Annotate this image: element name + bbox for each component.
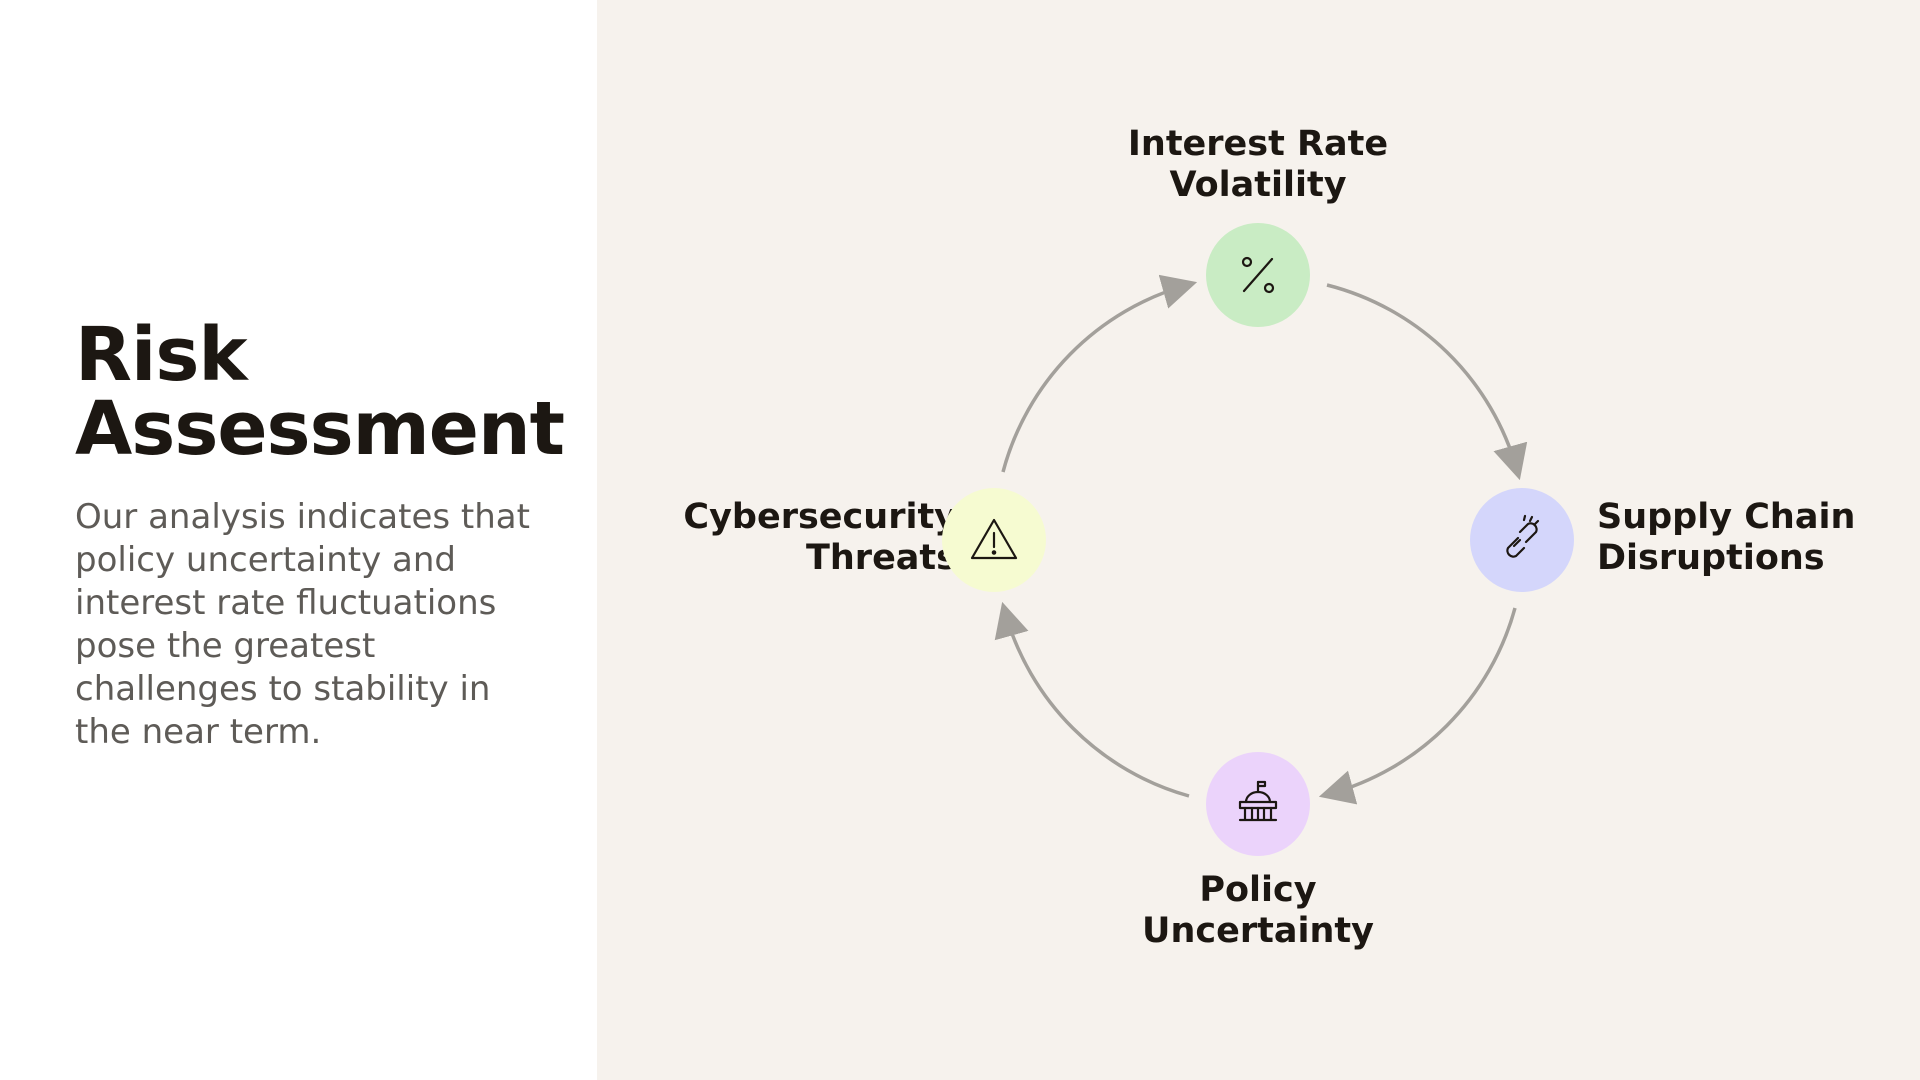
cycle-arrows [994,274,1528,805]
node-interest-rate-volatility [1206,223,1310,327]
node-label-cybersecurity-threats: Cybersecurity Threats [627,497,957,579]
node-supply-chain-disruptions [1470,488,1574,592]
slide-title: Risk Assessment [75,312,565,472]
slide-description: Our analysis indicates that policy uncer… [75,497,530,752]
percent-icon [1241,256,1275,294]
node-label-line: Interest Rate [1127,124,1389,164]
arrow-cybersecurity-to-volatility [1001,274,1198,473]
node-label-line: Policy [1199,870,1317,910]
node-label-line: Uncertainty [1142,911,1374,951]
cycle-diagram-panel: Interest Rate Volatility Supply Chain Di… [597,0,1920,1080]
node-policy-uncertainty [1206,752,1310,856]
node-label-line: Volatility [1169,165,1347,205]
node-label-supply-chain-disruptions: Supply Chain Disruptions [1597,497,1855,579]
node-label-policy-uncertainty: Policy Uncertainty [1058,870,1458,952]
broken-link-icon [1506,514,1540,558]
warning-icon [970,518,1018,560]
node-label-line: Cybersecurity [683,497,957,537]
node-label-line: Disruptions [1597,538,1825,578]
arrow-supply-chain-to-policy [1318,607,1517,805]
left-panel: Risk Assessment Our analysis indicates t… [0,0,597,1080]
node-label-line: Supply Chain [1597,497,1856,537]
node-label-line: Threats [806,538,957,578]
government-building-icon [1238,780,1278,822]
node-label-interest-rate-volatility: Interest Rate Volatility [1058,124,1458,206]
node-cybersecurity-threats [942,488,1046,592]
arrow-volatility-to-supply-chain [1326,283,1528,481]
arrow-policy-to-cybersecurity [994,601,1190,798]
